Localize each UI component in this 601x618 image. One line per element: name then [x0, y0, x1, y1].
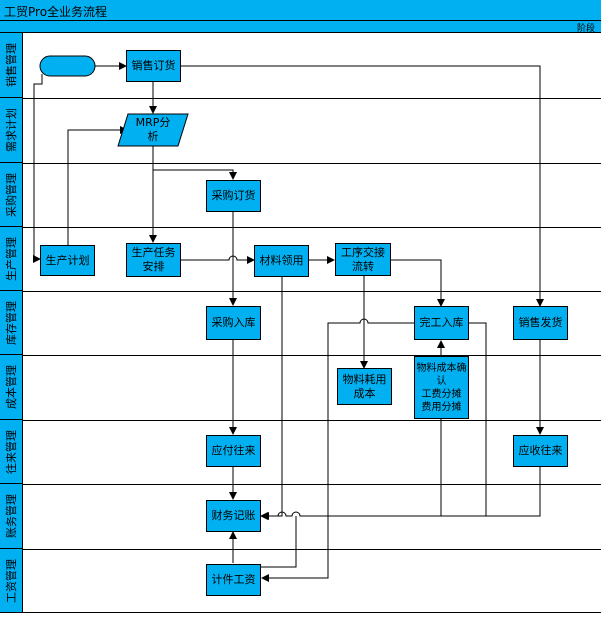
lane-label-sales: 销售管理 [0, 33, 23, 98]
edge-mrp-purchase-order [152, 146, 237, 180]
lane-divider [0, 612, 601, 613]
lane-label-purchasing: 采购管理 [0, 163, 23, 227]
material-cost-node: 物料耗用成本 [337, 368, 392, 405]
edge-sales-order-delivery [181, 65, 544, 307]
lane-label-accounts: 往来管理 [0, 420, 23, 484]
process-transfer-node: 工序交接流转 [335, 243, 391, 276]
cost-confirm-node: 物料成本确认 工费分摊 费用分摊 [414, 356, 469, 419]
material-issue-node: 材料领用 [254, 245, 309, 277]
edge-finished-piece-wage [261, 318, 414, 582]
diagram-title: 工贸Pro全业务流程 [4, 5, 108, 19]
edge-material-accounting [260, 277, 283, 520]
lane-divider [23, 291, 601, 292]
start-terminator [39, 55, 96, 77]
lane-divider [23, 549, 601, 550]
lane-divider [23, 227, 601, 228]
title-bar: 工贸Pro全业务流程 [0, 0, 601, 21]
lane-divider [23, 484, 601, 485]
edge-wage-loop [260, 516, 297, 568]
production-plan-node: 生产计划 [40, 245, 95, 276]
edge-process-finished [391, 259, 445, 307]
phase-header: 阶段 [0, 21, 601, 34]
edge-plan-mrp [67, 126, 128, 245]
phase-label: 阶段 [576, 24, 595, 34]
purchase-receipt-node: 采购入库 [206, 306, 261, 340]
edge-receivables-accounting [261, 467, 541, 520]
purchase-order-node: 采购订货 [206, 180, 261, 212]
accounting-node: 财务记账 [206, 500, 261, 532]
edge-task-material [181, 255, 255, 264]
sales-delivery-node: 销售发货 [513, 306, 568, 340]
edge-finished-accounting [469, 322, 487, 516]
lane-label-demand-plan: 需求计划 [0, 98, 23, 163]
mrp-shape [117, 113, 189, 147]
lane-label-cost: 成本管理 [0, 355, 23, 420]
lane-divider [23, 163, 601, 164]
lane-divider [23, 355, 601, 356]
lane-label-bookkeeping: 账务管理 [0, 484, 23, 549]
mrp-analysis-node: MRP分析 [135, 116, 171, 143]
receivables-node: 应收往来 [513, 435, 568, 467]
lane-label-production: 生产管理 [0, 227, 23, 291]
piece-wage-node: 计件工资 [206, 564, 261, 596]
lane-divider [23, 420, 601, 421]
production-task-node: 生产任务安排 [126, 243, 181, 277]
payables-node: 应付往来 [206, 435, 261, 467]
lane-label-inventory: 库存管理 [0, 291, 23, 355]
sales-order-node: 销售订货 [126, 50, 181, 82]
edge-start-production-plan [33, 74, 43, 263]
lane-divider [23, 98, 601, 99]
finished-receipt-node: 完工入库 [414, 306, 469, 340]
